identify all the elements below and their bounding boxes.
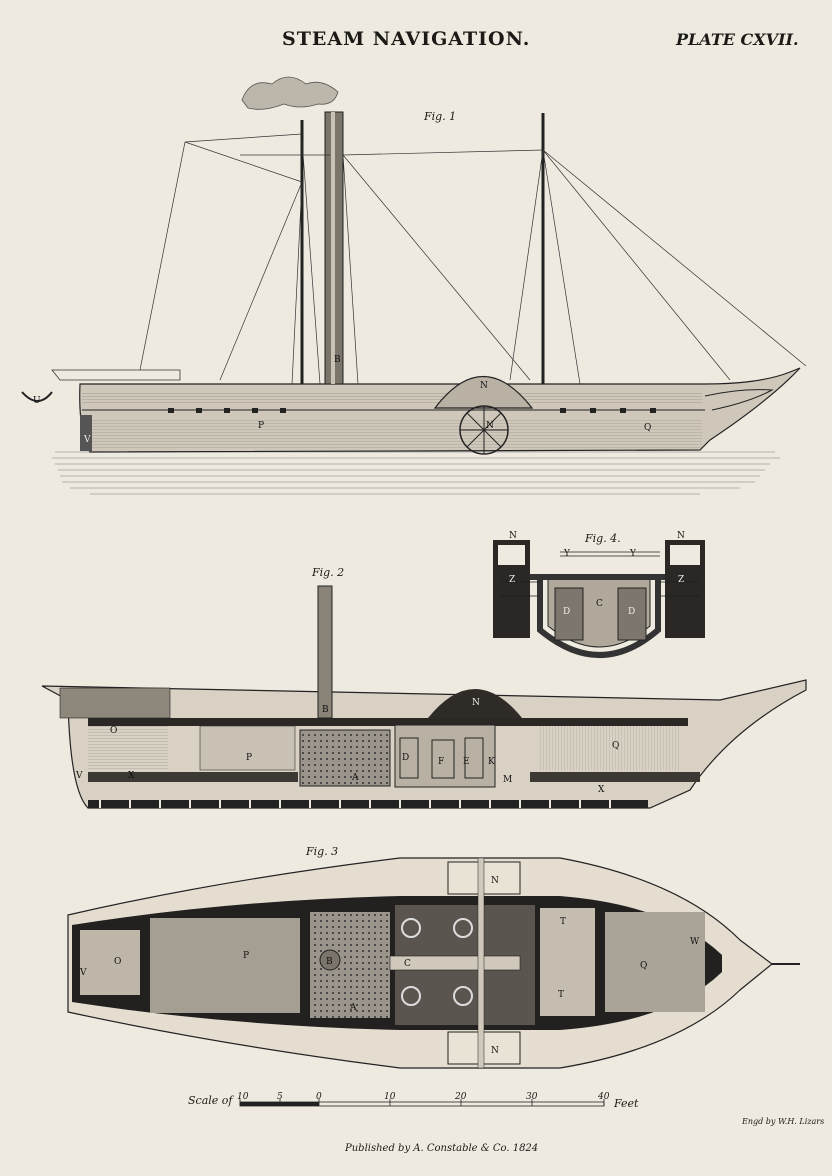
fig3-label: Fig. 3 xyxy=(306,845,339,858)
svg-text:E: E xyxy=(463,757,470,767)
svg-text:A: A xyxy=(351,773,359,783)
svg-text:C: C xyxy=(404,959,411,969)
svg-text:V: V xyxy=(83,435,91,445)
smoke xyxy=(241,76,339,110)
svg-text:D: D xyxy=(402,753,409,763)
svg-text:Q: Q xyxy=(640,961,647,971)
svg-text:U: U xyxy=(33,396,41,406)
scale-label: Scale of xyxy=(188,1094,233,1107)
scale-tick: 20 xyxy=(455,1092,467,1102)
svg-text:O: O xyxy=(114,957,121,967)
svg-text:Q: Q xyxy=(644,423,651,433)
svg-text:B: B xyxy=(322,705,329,715)
svg-text:N: N xyxy=(677,531,685,541)
paddle-box xyxy=(433,375,534,409)
svg-text:V: V xyxy=(79,968,87,978)
svg-text:Y: Y xyxy=(629,549,637,559)
svg-text:P: P xyxy=(258,421,264,431)
svg-text:X: X xyxy=(598,785,605,795)
svg-text:D: D xyxy=(628,607,635,617)
fig1-ship-elevation: B N N P Q U V xyxy=(21,76,807,495)
svg-text:W: W xyxy=(690,937,700,947)
fig4-engine-section: N N Y Y Z Z C D D xyxy=(493,531,705,658)
svg-text:B: B xyxy=(334,355,341,365)
svg-text:D: D xyxy=(563,607,570,617)
svg-text:K: K xyxy=(488,757,495,767)
fig3-ship-plan: N N V O P B C A T T Q W xyxy=(67,857,800,1069)
scale-bar xyxy=(239,1099,605,1107)
section-paddle-box xyxy=(428,689,522,718)
svg-text:O: O xyxy=(110,726,117,736)
svg-text:N: N xyxy=(480,381,488,391)
svg-text:P: P xyxy=(246,753,252,763)
scale-tick: 40 xyxy=(598,1092,610,1102)
svg-text:Z: Z xyxy=(678,575,684,585)
scale-tick: 30 xyxy=(526,1092,538,1102)
engraver-credit: Engd by W.H. Lizars xyxy=(742,1117,825,1126)
svg-text:N: N xyxy=(486,421,494,431)
svg-text:X: X xyxy=(128,771,135,781)
svg-text:M: M xyxy=(503,775,512,785)
svg-text:Y: Y xyxy=(563,549,571,559)
svg-text:F: F xyxy=(438,757,444,767)
svg-text:T: T xyxy=(558,990,564,1000)
svg-text:N: N xyxy=(491,1046,499,1056)
svg-text:N: N xyxy=(491,876,499,886)
scale-tick: 10 xyxy=(384,1092,396,1102)
svg-text:Q: Q xyxy=(612,741,619,751)
plate-title: STEAM NAVIGATION. xyxy=(282,28,531,50)
plate-number: PLATE CXVII. xyxy=(676,30,799,49)
scale-tick: 10 xyxy=(237,1092,249,1102)
fig2-label: Fig. 2 xyxy=(312,566,345,579)
scale-tick: 5 xyxy=(277,1092,283,1102)
svg-text:Z: Z xyxy=(509,575,515,585)
svg-text:P: P xyxy=(243,951,249,961)
section-funnel xyxy=(317,585,333,719)
svg-text:A: A xyxy=(349,1003,357,1013)
svg-text:B: B xyxy=(326,957,333,967)
water xyxy=(52,451,780,495)
fig1-label: Fig. 1 xyxy=(424,110,457,123)
svg-text:T: T xyxy=(560,917,566,927)
svg-text:V: V xyxy=(75,771,83,781)
scale-unit: Feet xyxy=(614,1097,639,1110)
fig2-ship-section: B N O P Q V X X A D F E KM xyxy=(41,585,807,809)
scale-tick: 0 xyxy=(316,1092,322,1102)
svg-text:N: N xyxy=(472,698,480,708)
svg-text:C: C xyxy=(596,599,603,609)
publisher-line: Published by A. Constable & Co. 1824 xyxy=(345,1143,539,1154)
fig4-label: Fig. 4. xyxy=(585,532,621,545)
svg-text:N: N xyxy=(509,531,517,541)
